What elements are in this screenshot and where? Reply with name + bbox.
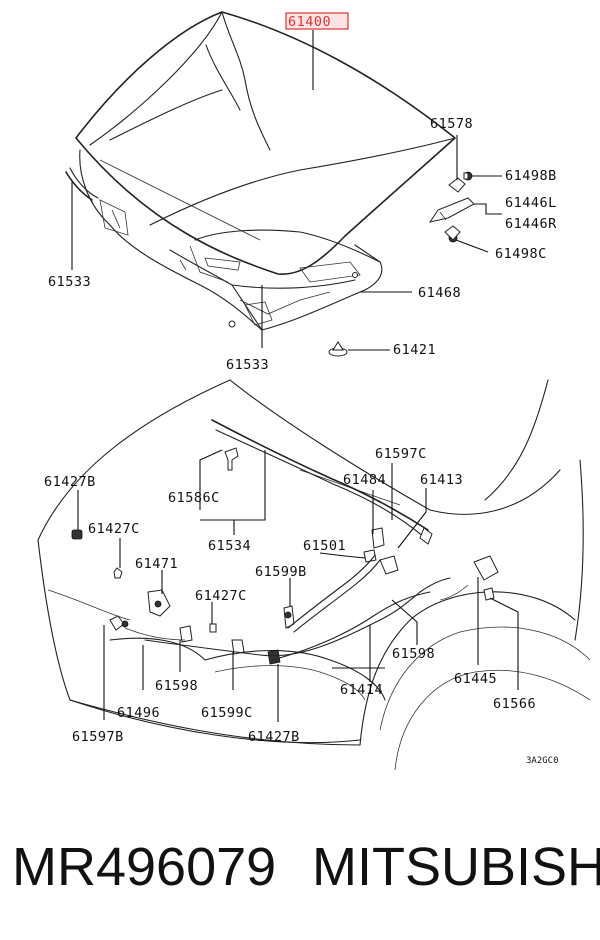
- callout-61421[interactable]: 61421: [393, 342, 436, 358]
- footer-caption: MR496079 MITSUBISHI: [0, 820, 600, 930]
- vehicle-body-outline: [37, 379, 591, 771]
- callout-61496[interactable]: 61496: [117, 705, 160, 721]
- callout-61533-upper[interactable]: 61533: [48, 274, 91, 290]
- callout-61427B-lower[interactable]: 61427B: [248, 729, 300, 745]
- callout-61427C-center[interactable]: 61427C: [195, 588, 247, 604]
- callout-61597C[interactable]: 61597C: [375, 446, 427, 462]
- callout-61599C[interactable]: 61599C: [201, 705, 253, 721]
- callout-61446R[interactable]: 61446R: [505, 216, 557, 232]
- callout-61498B[interactable]: 61498B: [505, 168, 557, 184]
- callout-61586C[interactable]: 61586C: [168, 490, 220, 506]
- callout-61400-highlighted[interactable]: 61400: [285, 12, 349, 30]
- callout-61578[interactable]: 61578: [430, 116, 473, 132]
- callout-61471[interactable]: 61471: [135, 556, 178, 572]
- release-cables: [124, 554, 469, 661]
- hood-parts-diagram: 61400 61578 61498B 61446L 61446R 61498C …: [37, 11, 591, 771]
- callout-61446L[interactable]: 61446L: [505, 195, 557, 211]
- leader-lines: [71, 30, 519, 722]
- callout-61427B-upper[interactable]: 61427B: [44, 474, 96, 490]
- callout-61566[interactable]: 61566: [493, 696, 536, 712]
- exploded-view-drawing: 61400 61578 61498B 61446L 61446R 61498C …: [37, 11, 591, 771]
- callout-61484[interactable]: 61484: [343, 472, 386, 488]
- callout-label: 61400: [288, 14, 331, 30]
- part-number: MR496079: [12, 837, 277, 897]
- weatherstrip-left: [65, 167, 99, 201]
- callout-61597B[interactable]: 61597B: [72, 729, 124, 745]
- hood-latch-parts: [71, 527, 499, 665]
- callout-61413[interactable]: 61413: [420, 472, 463, 488]
- callout-61427C-left[interactable]: 61427C: [88, 521, 140, 537]
- callout-61599B[interactable]: 61599B: [255, 564, 307, 580]
- callout-61468[interactable]: 61468: [418, 285, 461, 301]
- callout-61414[interactable]: 61414: [340, 682, 383, 698]
- hood-hinge-parts: [428, 171, 475, 243]
- bumper-rubber: [328, 341, 348, 357]
- callout-61534[interactable]: 61534: [208, 538, 251, 554]
- callout-61445[interactable]: 61445: [454, 671, 497, 687]
- callout-labels: 61578 61498B 61446L 61446R 61498C 61533 …: [44, 116, 559, 766]
- figure-code: 3A2GC0: [526, 756, 559, 766]
- callout-61598-left[interactable]: 61598: [155, 678, 198, 694]
- seal-clip: [224, 447, 239, 471]
- callout-61533-lower[interactable]: 61533: [226, 357, 269, 373]
- callout-61498C[interactable]: 61498C: [495, 246, 547, 262]
- callout-61501[interactable]: 61501: [303, 538, 346, 554]
- brand-name: MITSUBISHI: [312, 837, 600, 897]
- hood-seal: [211, 419, 433, 545]
- hood-panel: [75, 11, 456, 331]
- callout-61598-right[interactable]: 61598: [392, 646, 435, 662]
